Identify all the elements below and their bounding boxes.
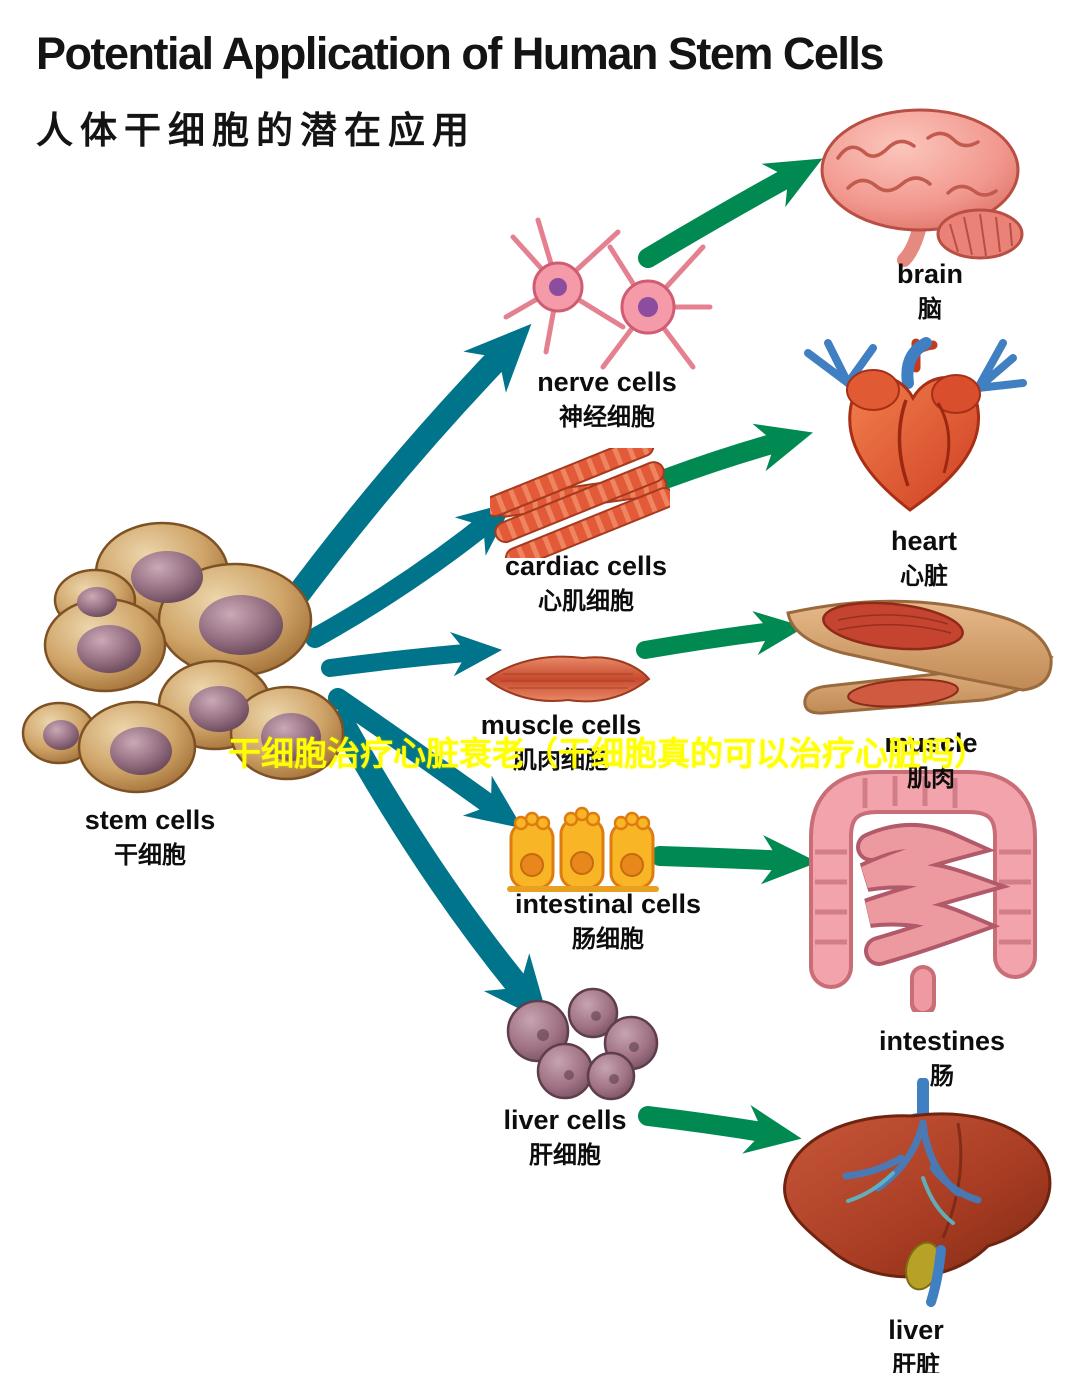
page-title: Potential Application of Human Stem Cell… — [36, 28, 884, 79]
intestines-art — [809, 770, 1037, 1017]
liver-organ-art — [783, 1077, 1052, 1307]
stem-cells-illustration — [15, 505, 355, 805]
nerve-cells-art — [503, 217, 713, 370]
cardiac-cells-art — [483, 435, 676, 570]
liver-cells-label-en: liver cells — [503, 1105, 627, 1135]
intestinal-cells-label: intestinal cells 肠细胞 — [488, 889, 728, 953]
muscle-cells-label: muscle cells 肌肉细胞 — [451, 710, 671, 774]
arrow-stem-to-intestinal — [328, 688, 523, 829]
arrow-stem-to-cardiac — [305, 501, 514, 648]
muscle-organ-art — [786, 599, 1054, 715]
page-subtitle: 人体干细胞的潜在应用 — [36, 110, 476, 151]
muscle-cells-art — [485, 655, 651, 703]
muscle-organ-label-zh: 肌肉 — [907, 764, 955, 792]
liver-organ-illustration — [773, 1077, 1063, 1308]
intestines-label-en: intestines — [878, 1026, 1006, 1056]
arrow-nerve-to-brain — [638, 158, 823, 268]
cardiac-cells-illustration — [483, 435, 676, 570]
liver-organ-label: liver 肝脏 — [816, 1315, 1016, 1373]
liver-cells-label: liver cells 肝细胞 — [455, 1105, 675, 1169]
muscle-organ-label-en: muscle — [884, 728, 978, 758]
liver-organ-label-zh: 肝脏 — [892, 1351, 940, 1373]
nerve-cells-label-en: nerve cells — [537, 367, 677, 397]
cardiac-cells-label: cardiac cells 心肌细胞 — [476, 551, 696, 615]
stem-cells-art — [21, 521, 345, 794]
liver-cells-art — [506, 987, 659, 1101]
cardiac-cells-label-en: cardiac cells — [504, 551, 668, 581]
intestines-illustration — [793, 752, 1053, 1017]
stem-cells-label-zh: 干细胞 — [114, 841, 186, 869]
liver-cells-label-zh: 肝细胞 — [529, 1141, 601, 1169]
intestinal-cells-illustration — [503, 793, 663, 893]
heart-label: heart 心脏 — [824, 526, 1024, 590]
muscle-organ-illustration — [783, 578, 1080, 718]
nerve-cells-illustration — [498, 212, 718, 382]
muscle-cells-illustration — [483, 648, 653, 710]
muscle-cells-label-en: muscle cells — [480, 710, 642, 740]
watermark-text: 干细胞治疗心脏衰老（干细胞真的可以治疗心脏吗） — [228, 735, 987, 772]
arrow-musclecells-to-muscle — [636, 611, 806, 659]
brain-art — [820, 108, 1024, 267]
muscle-organ-label: muscle 肌肉 — [831, 728, 1031, 792]
intestinal-cells-label-zh: 肠细胞 — [572, 925, 644, 953]
arrow-stem-to-liver — [330, 710, 550, 1024]
brain-illustration — [808, 98, 1038, 268]
stem-cells-label-en: stem cells — [84, 805, 216, 835]
arrow-cardiac-to-heart — [658, 423, 813, 488]
brain-label: brain 脑 — [830, 259, 1030, 323]
arrow-stem-to-muscle — [321, 631, 503, 677]
heart-illustration — [788, 328, 1038, 528]
brain-label-zh: 脑 — [918, 295, 942, 323]
arrow-intestinalcells-to-intestines — [650, 835, 818, 885]
arrow-livercells-to-liver — [638, 1105, 802, 1154]
brain-label-en: brain — [896, 259, 963, 289]
heart-label-zh: 心脏 — [900, 562, 948, 590]
heart-art — [804, 337, 1027, 512]
intestines-label-zh: 肠 — [930, 1062, 954, 1090]
stem-cells-label: stem cells 干细胞 — [40, 805, 260, 869]
intestines-label: intestines 肠 — [832, 1026, 1052, 1090]
nerve-cells-label: nerve cells 神经细胞 — [497, 367, 717, 431]
nerve-cells-label-zh: 神经细胞 — [559, 403, 655, 431]
heart-label-en: heart — [890, 526, 958, 556]
liver-cells-illustration — [493, 983, 663, 1103]
cardiac-cells-label-zh: 心肌细胞 — [538, 587, 634, 615]
intestinal-cells-art — [507, 806, 659, 892]
liver-organ-label-en: liver — [888, 1315, 944, 1345]
muscle-cells-label-zh: 肌肉细胞 — [513, 746, 609, 774]
arrow-stem-to-nerve — [273, 323, 532, 624]
intestinal-cells-label-en: intestinal cells — [514, 889, 702, 919]
